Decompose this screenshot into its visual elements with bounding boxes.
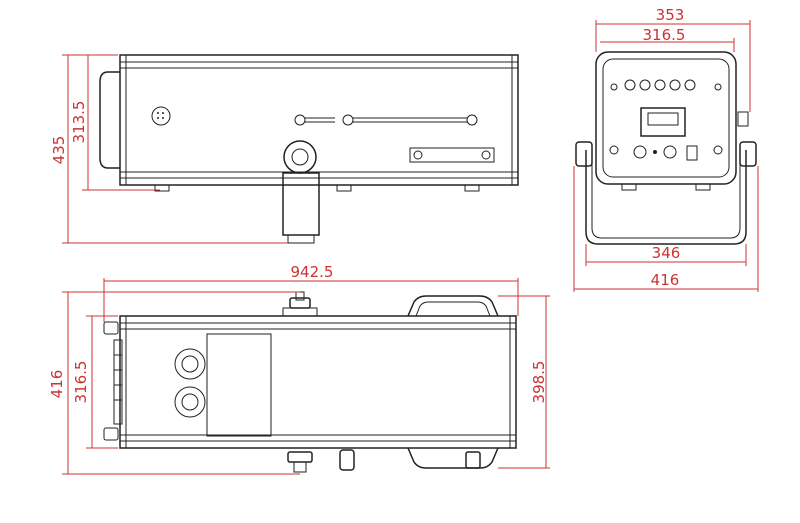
side-plate (409, 147, 495, 163)
bottom-knob (287, 451, 313, 463)
top-handle (407, 295, 499, 317)
dim-front-width-overall: 416 (651, 271, 680, 289)
left-knob (575, 141, 593, 167)
bottom-handle (407, 447, 499, 469)
power-switch (686, 145, 698, 161)
front-button (624, 79, 636, 91)
dim-top-length-overall: 942.5 (291, 263, 334, 281)
front-view: 353 316.5 346 416 (573, 6, 759, 292)
dim-top-width-overall: 416 (48, 370, 66, 399)
rear-handle (99, 71, 120, 169)
dim-side-height-overall: 435 (50, 136, 68, 165)
connector (633, 145, 647, 159)
dim-side-height-body: 313.5 (70, 101, 88, 144)
right-knob (739, 141, 757, 167)
top-view: 942.5 416 316.5 398.5 (48, 263, 550, 475)
fan-vent (174, 348, 206, 380)
front-housing (595, 51, 737, 185)
side-view: 435 313.5 (50, 54, 519, 244)
yoke-knob (283, 140, 317, 174)
top-body-outline (119, 315, 517, 449)
dim-front-width-inner: 316.5 (643, 26, 686, 44)
dim-front-width-top: 353 (656, 6, 685, 24)
display-panel (640, 107, 686, 137)
dim-top-width-body: 316.5 (72, 361, 90, 404)
dim-top-width-right: 398.5 (530, 361, 548, 404)
vent-grille (151, 106, 171, 126)
side-body-outline (119, 54, 519, 186)
dim-front-width-bracket: 346 (652, 244, 681, 262)
access-panel (206, 333, 272, 437)
u-bracket (585, 150, 747, 245)
yoke-stand (282, 172, 320, 236)
